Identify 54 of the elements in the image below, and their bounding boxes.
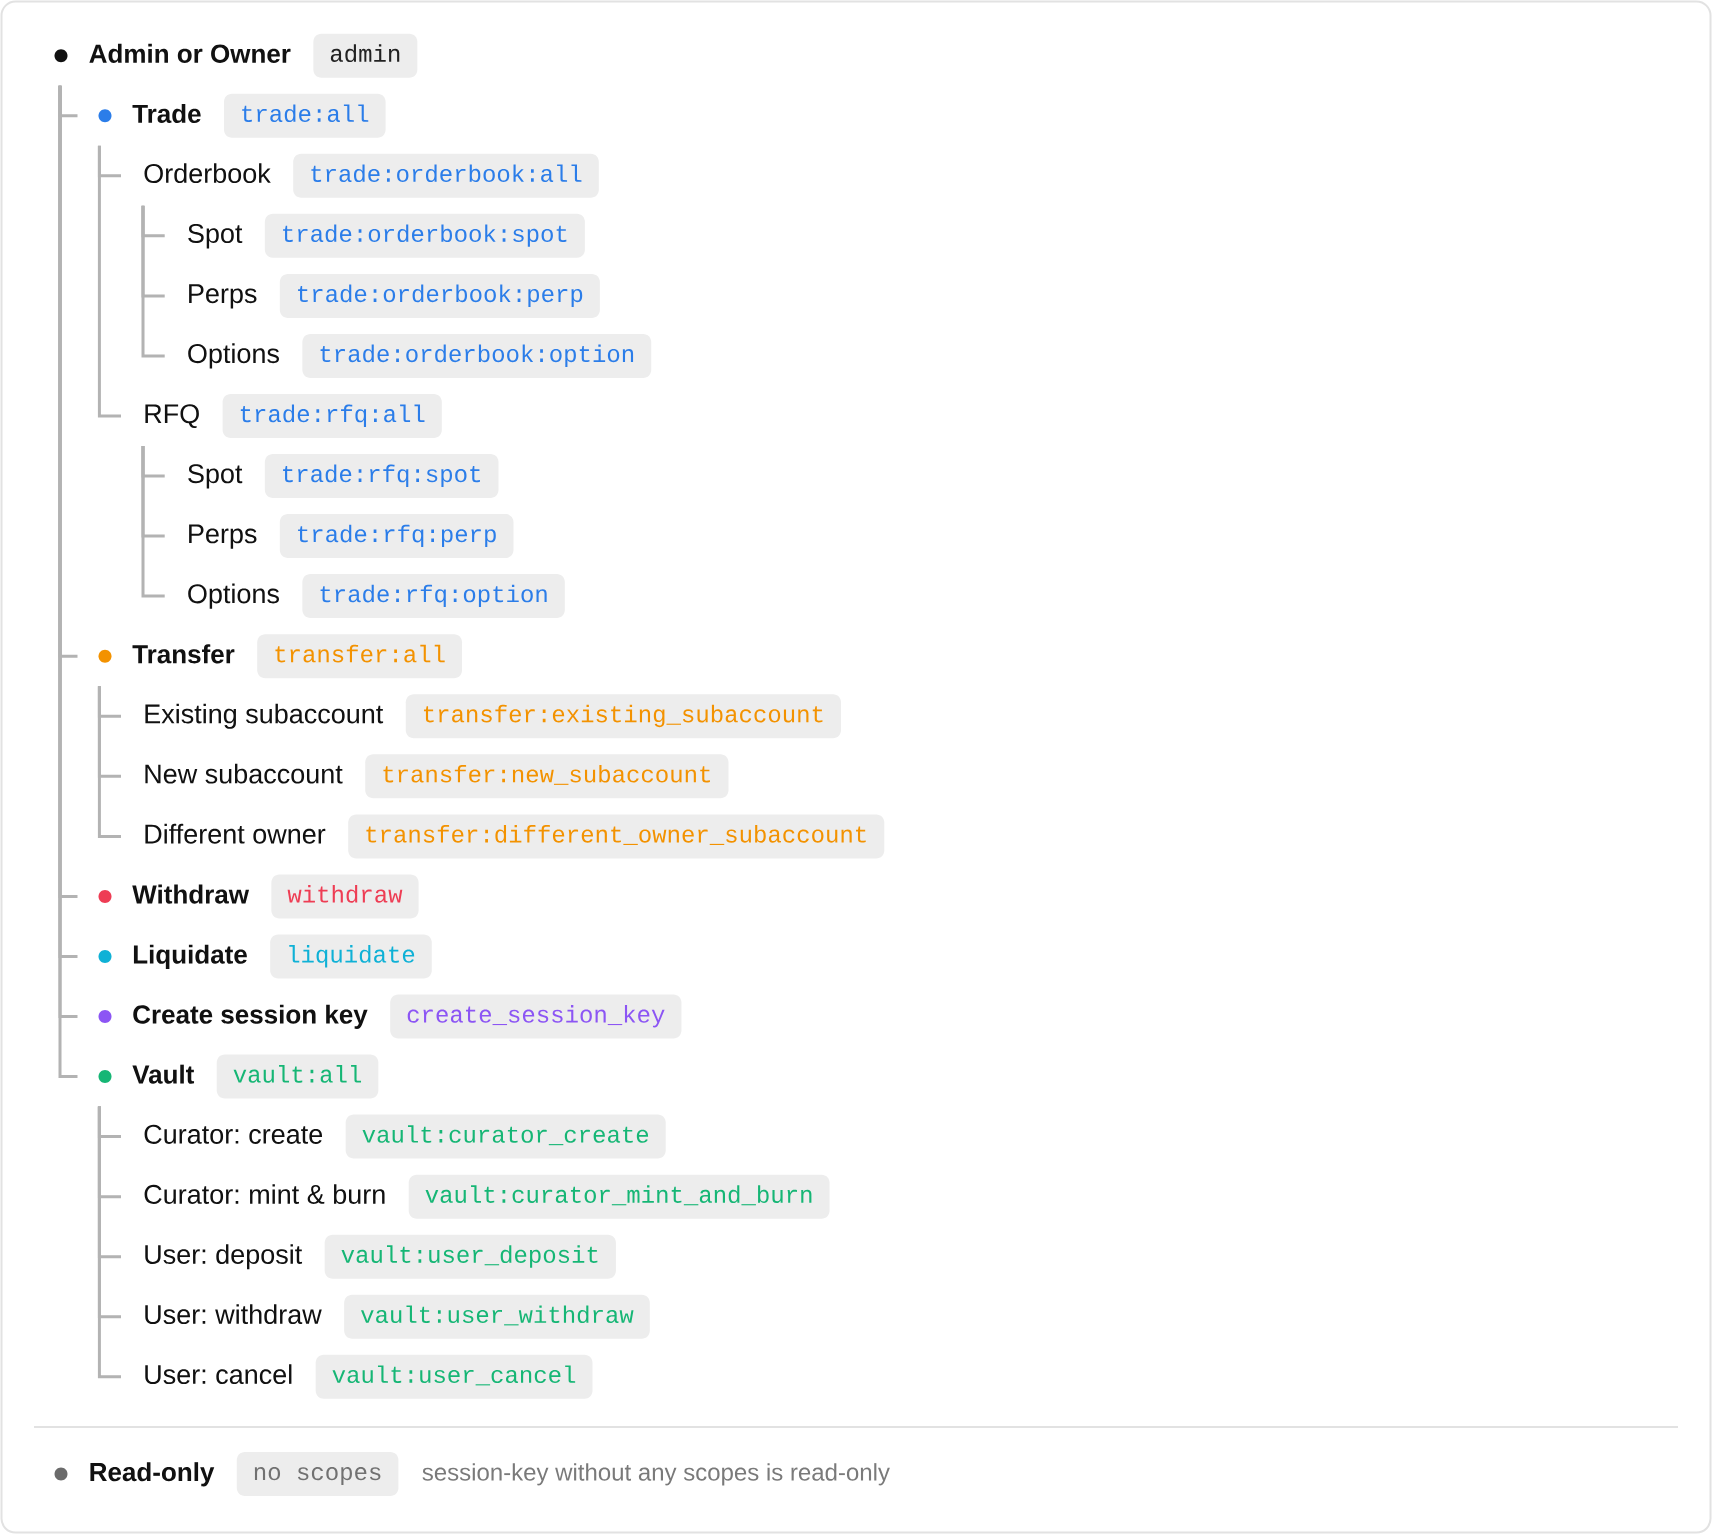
item-label: Spot [188,223,243,249]
item-label: Vault [132,1064,195,1084]
item-label: Perps [189,284,257,309]
scope-tag: transfer:different_owner_subaccount [348,814,885,859]
scope-tag: liquidate [270,934,432,979]
scope-tag: vault:user_cancel [315,1354,593,1399]
scope-tag: trade:orderbook:spot [264,213,585,258]
item-label: Create session key [133,1004,368,1029]
scope-tag: vault:curator_create [345,1114,666,1159]
scope-tag: trade:orderbook:option [302,333,652,378]
item-label: Withdraw [132,884,250,904]
item-label: Options [188,343,279,369]
scope-tag: admin [313,33,418,78]
item-label: New subaccount [145,763,343,784]
item-label: Curator: create [144,1124,323,1144]
tree-line [97,1106,121,1379]
item-label: Curator: mint & burn [144,1184,385,1204]
scope-tag: vault:curator_mint_and_burn [408,1174,830,1219]
item-label: Spot [188,464,243,489]
item-label: Perps [189,524,257,549]
item-label: Options [188,583,279,609]
item-label: Liquidate [133,944,247,969]
item-label: Orderbook [144,163,271,184]
scope-tag: trade:orderbook:perp [279,273,600,318]
scope-tag: create_session_key [390,994,682,1039]
scope-tag: vault:all [216,1054,379,1099]
item-label: Different owner [145,823,326,844]
item-label: User: withdraw [145,1304,322,1325]
item-label: Trade [132,103,201,124]
item-label: User: cancel [145,1364,292,1385]
scope-tag: trade:rfq:option [302,574,565,619]
item-label: Read-only [90,1462,215,1487]
item-label: Existing subaccount [145,703,384,729]
item-label: Admin or Owner [89,43,291,63]
tree-line [141,446,165,598]
scope-tag: vault:user_withdraw [344,1294,650,1339]
scope-tag: trade:orderbook:all [293,153,599,198]
scope-tag: vault:user_deposit [324,1234,616,1279]
item-label: User: deposit [145,1244,303,1270]
tree-line [97,145,121,418]
scope-tag: trade:all [223,93,386,138]
scope-tag: trade:rfq:spot [264,454,499,498]
item-label: Transfer [132,644,235,664]
scope-tag: no scopes [236,1452,399,1496]
scope-tag: transfer:all [257,634,463,679]
scope-tag: trade:rfq:all [222,394,442,438]
note-text: session-key without any scopes is read-only [422,1463,890,1486]
item-label: RFQ [145,404,199,429]
scope-tag: trade:rfq:perp [279,514,514,559]
scope-tag: transfer:new_subaccount [365,754,729,799]
scope-tag: transfer:existing_subaccount [405,694,841,739]
tree-line [141,205,165,358]
scope-tag: withdraw [271,874,419,919]
tree-line [97,686,121,838]
